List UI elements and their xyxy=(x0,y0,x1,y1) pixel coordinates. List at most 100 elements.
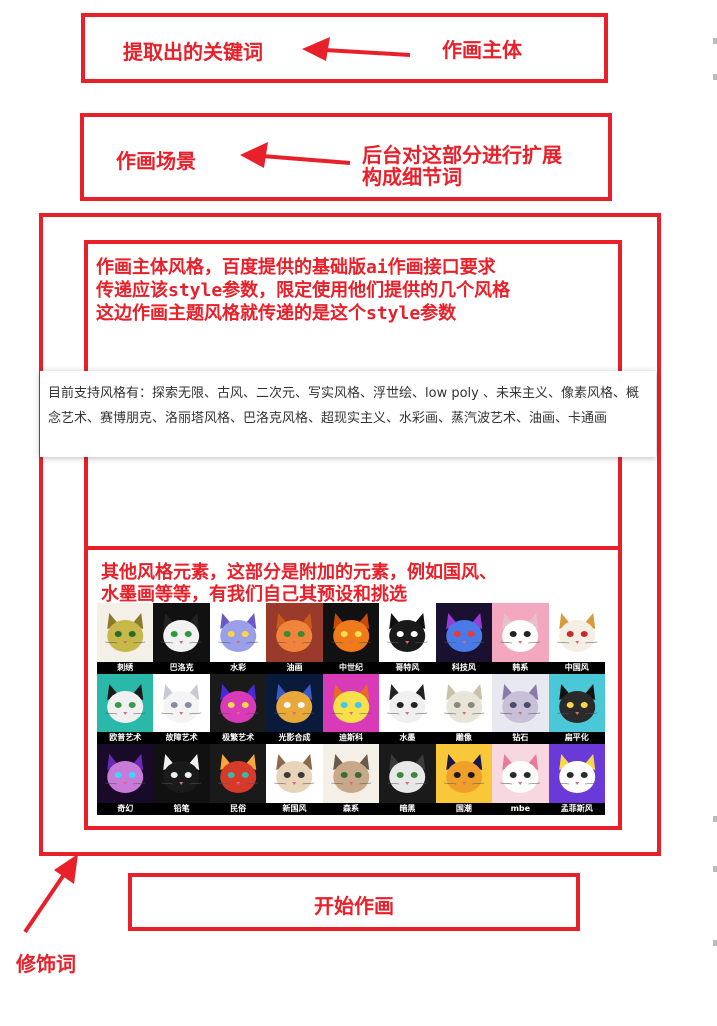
style-thumbnail[interactable]: 国潮 xyxy=(435,744,493,815)
style-thumbnail[interactable]: 巴洛克 xyxy=(153,603,210,674)
cat-face-icon xyxy=(556,683,597,723)
style-title-line2: 传递应该style参数，限定使用他们提供的几个风格 xyxy=(96,280,511,301)
style-thumbnail-caption: 刺绣 xyxy=(97,661,154,674)
scene-box xyxy=(80,113,612,201)
style-thumbnail-caption: 铅笔 xyxy=(153,802,210,815)
style-title-line1: 作画主体风格，百度提供的基础版ai作画接口要求 xyxy=(96,257,496,278)
style-thumbnail[interactable]: 光影合成 xyxy=(266,673,323,745)
style-thumbnail[interactable]: 雕像 xyxy=(435,673,493,745)
style-thumbnail-caption: 钻石 xyxy=(492,732,549,745)
style-thumbnail[interactable]: 中国风 xyxy=(548,603,605,674)
arrow-subject-to-keyword xyxy=(302,37,411,61)
cat-face-icon xyxy=(274,754,315,794)
style-thumbnail[interactable]: 奇幻 xyxy=(97,744,154,815)
style-thumbnail-caption: 水彩 xyxy=(209,661,267,674)
style-thumbnail-caption: 巴洛克 xyxy=(153,661,210,674)
style-thumbnail[interactable]: 迪斯科 xyxy=(322,673,380,745)
cat-face-icon xyxy=(443,613,484,652)
style-thumbnail-caption: 中世纪 xyxy=(322,661,380,674)
cat-face-icon xyxy=(500,754,541,794)
style-thumbnail-caption: 暗黑 xyxy=(379,802,436,815)
style-thumbnail-caption: 森系 xyxy=(322,802,380,815)
edge-mark xyxy=(713,866,717,872)
style-thumbnail-grid: 刺绣巴洛克水彩油画中世纪哥特风科技风韩系中国风欧普艺术故障艺术极繁艺术光影合成迪… xyxy=(97,603,605,815)
style-thumbnail-caption: 孟菲斯风 xyxy=(548,802,605,815)
style-thumbnail-caption: mbe xyxy=(492,802,549,815)
style-thumbnail[interactable]: 中世纪 xyxy=(322,603,380,674)
cat-face-icon xyxy=(500,683,541,723)
other-elements-box xyxy=(84,546,622,830)
style-thumbnail[interactable]: 水彩 xyxy=(209,603,267,674)
edge-mark xyxy=(713,940,717,946)
subject-label: 作画主体 xyxy=(442,38,522,62)
style-thumbnail[interactable]: 故障艺术 xyxy=(153,673,210,745)
style-thumbnail-caption: 民俗 xyxy=(209,802,267,815)
cat-face-icon xyxy=(556,754,597,794)
style-thumbnail[interactable]: 森系 xyxy=(322,744,380,815)
other-title-line2: 水墨画等等，有我们自己其预设和挑选 xyxy=(101,584,407,605)
other-title-line1: 其他风格元素，这部分是附加的元素，例如国风、 xyxy=(101,562,497,583)
style-title-line3: 这边作画主题风格就传递的是这个style参数 xyxy=(96,303,457,324)
arrow-modifier-to-box xyxy=(23,854,78,934)
cat-face-icon xyxy=(274,683,315,723)
cat-face-icon xyxy=(161,683,202,723)
edge-mark xyxy=(713,816,717,822)
keyword-box xyxy=(81,13,608,83)
style-thumbnail[interactable]: 韩系 xyxy=(492,603,549,674)
style-thumbnail-caption: 中国风 xyxy=(548,661,605,674)
style-thumbnail-caption: 韩系 xyxy=(492,661,549,674)
cat-face-icon xyxy=(218,683,259,723)
style-thumbnail[interactable]: mbe xyxy=(492,744,549,815)
style-thumbnail-caption: 欧普艺术 xyxy=(97,732,154,745)
style-thumbnail-caption: 水墨 xyxy=(379,732,436,745)
keyword-label: 提取出的关键词 xyxy=(123,40,263,64)
cat-face-icon xyxy=(387,754,428,794)
style-thumbnail[interactable]: 钻石 xyxy=(492,673,549,745)
cat-face-icon xyxy=(387,683,428,723)
style-thumbnail-caption: 极繁艺术 xyxy=(209,732,267,745)
style-thumbnail[interactable]: 民俗 xyxy=(209,744,267,815)
style-thumbnail-caption: 故障艺术 xyxy=(153,732,210,745)
style-thumbnail[interactable]: 油画 xyxy=(266,603,323,674)
start-drawing-button[interactable] xyxy=(128,873,580,931)
style-thumbnail[interactable]: 水墨 xyxy=(379,673,436,745)
style-thumbnail-caption: 国潮 xyxy=(435,802,493,815)
cat-face-icon xyxy=(161,613,202,652)
style-thumbnail[interactable]: 孟菲斯风 xyxy=(548,744,605,815)
cat-face-icon xyxy=(218,754,259,794)
cat-face-icon xyxy=(556,613,597,652)
style-thumbnail[interactable]: 极繁艺术 xyxy=(209,673,267,745)
cat-face-icon xyxy=(443,754,484,794)
style-thumbnail[interactable]: 科技风 xyxy=(435,603,493,674)
style-thumbnail[interactable]: 铅笔 xyxy=(153,744,210,815)
style-thumbnail-caption: 雕像 xyxy=(435,732,493,745)
scene-desc-line1: 后台对这部分进行扩展 xyxy=(362,143,562,167)
modifier-label: 修饰词 xyxy=(16,952,76,976)
cat-face-icon xyxy=(500,613,541,652)
style-thumbnail[interactable]: 欧普艺术 xyxy=(97,673,154,745)
edge-mark xyxy=(713,74,717,80)
style-thumbnail[interactable]: 新国风 xyxy=(266,744,323,815)
style-thumbnail-caption: 迪斯科 xyxy=(322,732,380,745)
style-thumbnail[interactable]: 刺绣 xyxy=(97,603,154,674)
arrow-desc-to-scene xyxy=(240,142,351,168)
style-thumbnail-caption: 新国风 xyxy=(266,802,323,815)
cat-face-icon xyxy=(161,754,202,794)
cat-face-icon xyxy=(105,613,146,652)
scene-label: 作画场景 xyxy=(116,149,196,173)
style-thumbnail-caption: 扁平化 xyxy=(548,732,605,745)
style-thumbnail-caption: 油画 xyxy=(266,661,323,674)
cat-face-icon xyxy=(330,613,372,652)
scene-desc-line2: 构成细节词 xyxy=(362,165,462,189)
cat-face-icon xyxy=(105,754,146,794)
style-thumbnail[interactable]: 哥特风 xyxy=(379,603,436,674)
cat-face-icon xyxy=(443,683,484,723)
cat-face-icon xyxy=(387,613,428,652)
style-thumbnail[interactable]: 扁平化 xyxy=(548,673,605,745)
edge-mark xyxy=(713,38,717,44)
start-drawing-label: 开始作画 xyxy=(314,894,394,918)
cat-face-icon xyxy=(105,683,146,723)
cat-face-icon xyxy=(218,613,259,652)
style-thumbnail[interactable]: 暗黑 xyxy=(379,744,436,815)
